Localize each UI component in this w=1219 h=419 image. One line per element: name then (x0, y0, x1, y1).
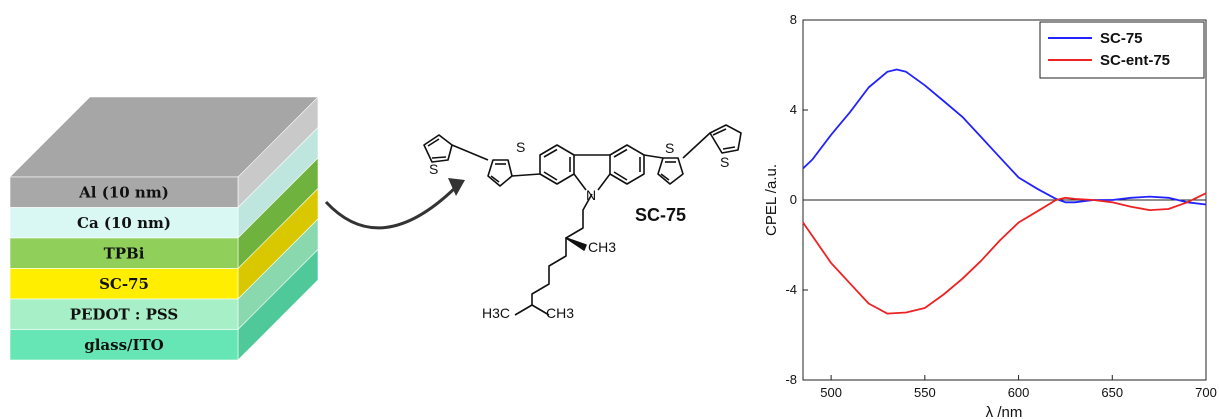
atom-s2: S (516, 139, 525, 155)
series-lines (802, 68, 1207, 315)
layer-label: Al (10 nm) (78, 183, 169, 201)
layer-label: glass/ITO (84, 336, 164, 354)
x-ticks: 500 550 600 650 700 (820, 375, 1217, 400)
isopropyl-right: CH3 (546, 305, 574, 321)
y-ticks: -8 -4 0 4 8 (785, 12, 808, 387)
methyl-chiral: CH3 (588, 239, 616, 255)
y-axis-label: CPEL /a.u. (763, 164, 780, 236)
x-tick-label: 600 (1008, 385, 1030, 400)
layer-label: TPBi (104, 244, 145, 262)
y-tick-label: -4 (785, 282, 797, 297)
layer-front (9, 237, 239, 269)
atom-s1: S (429, 161, 438, 177)
layer-label: PEDOT : PSS (70, 305, 179, 323)
layer-label: Ca (10 nm) (77, 214, 171, 232)
layer-front (9, 298, 239, 330)
x-axis-label: λ /nm (986, 404, 1023, 419)
layer-front (9, 329, 239, 361)
molecule-atom-labels: S S S S N CH3 H3C CH3 SC-75 (429, 139, 729, 321)
series-line-1 (802, 68, 1207, 206)
x-tick-label: 650 (1101, 385, 1123, 400)
x-tick-label: 550 (914, 385, 936, 400)
y-tick-label: 0 (790, 192, 797, 207)
curved-arrow (324, 178, 465, 230)
layer-front (9, 207, 239, 239)
layer-label: SC-75 (99, 275, 149, 293)
x-tick-label: 500 (820, 385, 842, 400)
atom-n: N (586, 187, 596, 203)
legend-label: SC-75 (1100, 30, 1143, 47)
molecule-sc75 (423, 124, 742, 316)
y-tick-label: -8 (785, 372, 797, 387)
legend-box (1039, 21, 1205, 79)
molecule-name: SC-75 (635, 205, 686, 225)
legend-label: SC-ent-75 (1100, 52, 1170, 69)
cpel-chart: 500 550 600 650 700 -8 -4 0 4 8 λ /nm CPEL /a.u.… (763, 12, 1217, 419)
atom-s4: S (720, 154, 729, 170)
y-tick-label: 8 (790, 12, 797, 27)
layer-front (9, 268, 239, 300)
y-tick-label: 4 (790, 102, 797, 117)
layer-front (9, 176, 239, 208)
x-tick-label: 700 (1195, 385, 1217, 400)
isopropyl-left: H3C (482, 305, 510, 321)
series-line-2 (802, 192, 1207, 315)
atom-s3: S (665, 140, 674, 156)
